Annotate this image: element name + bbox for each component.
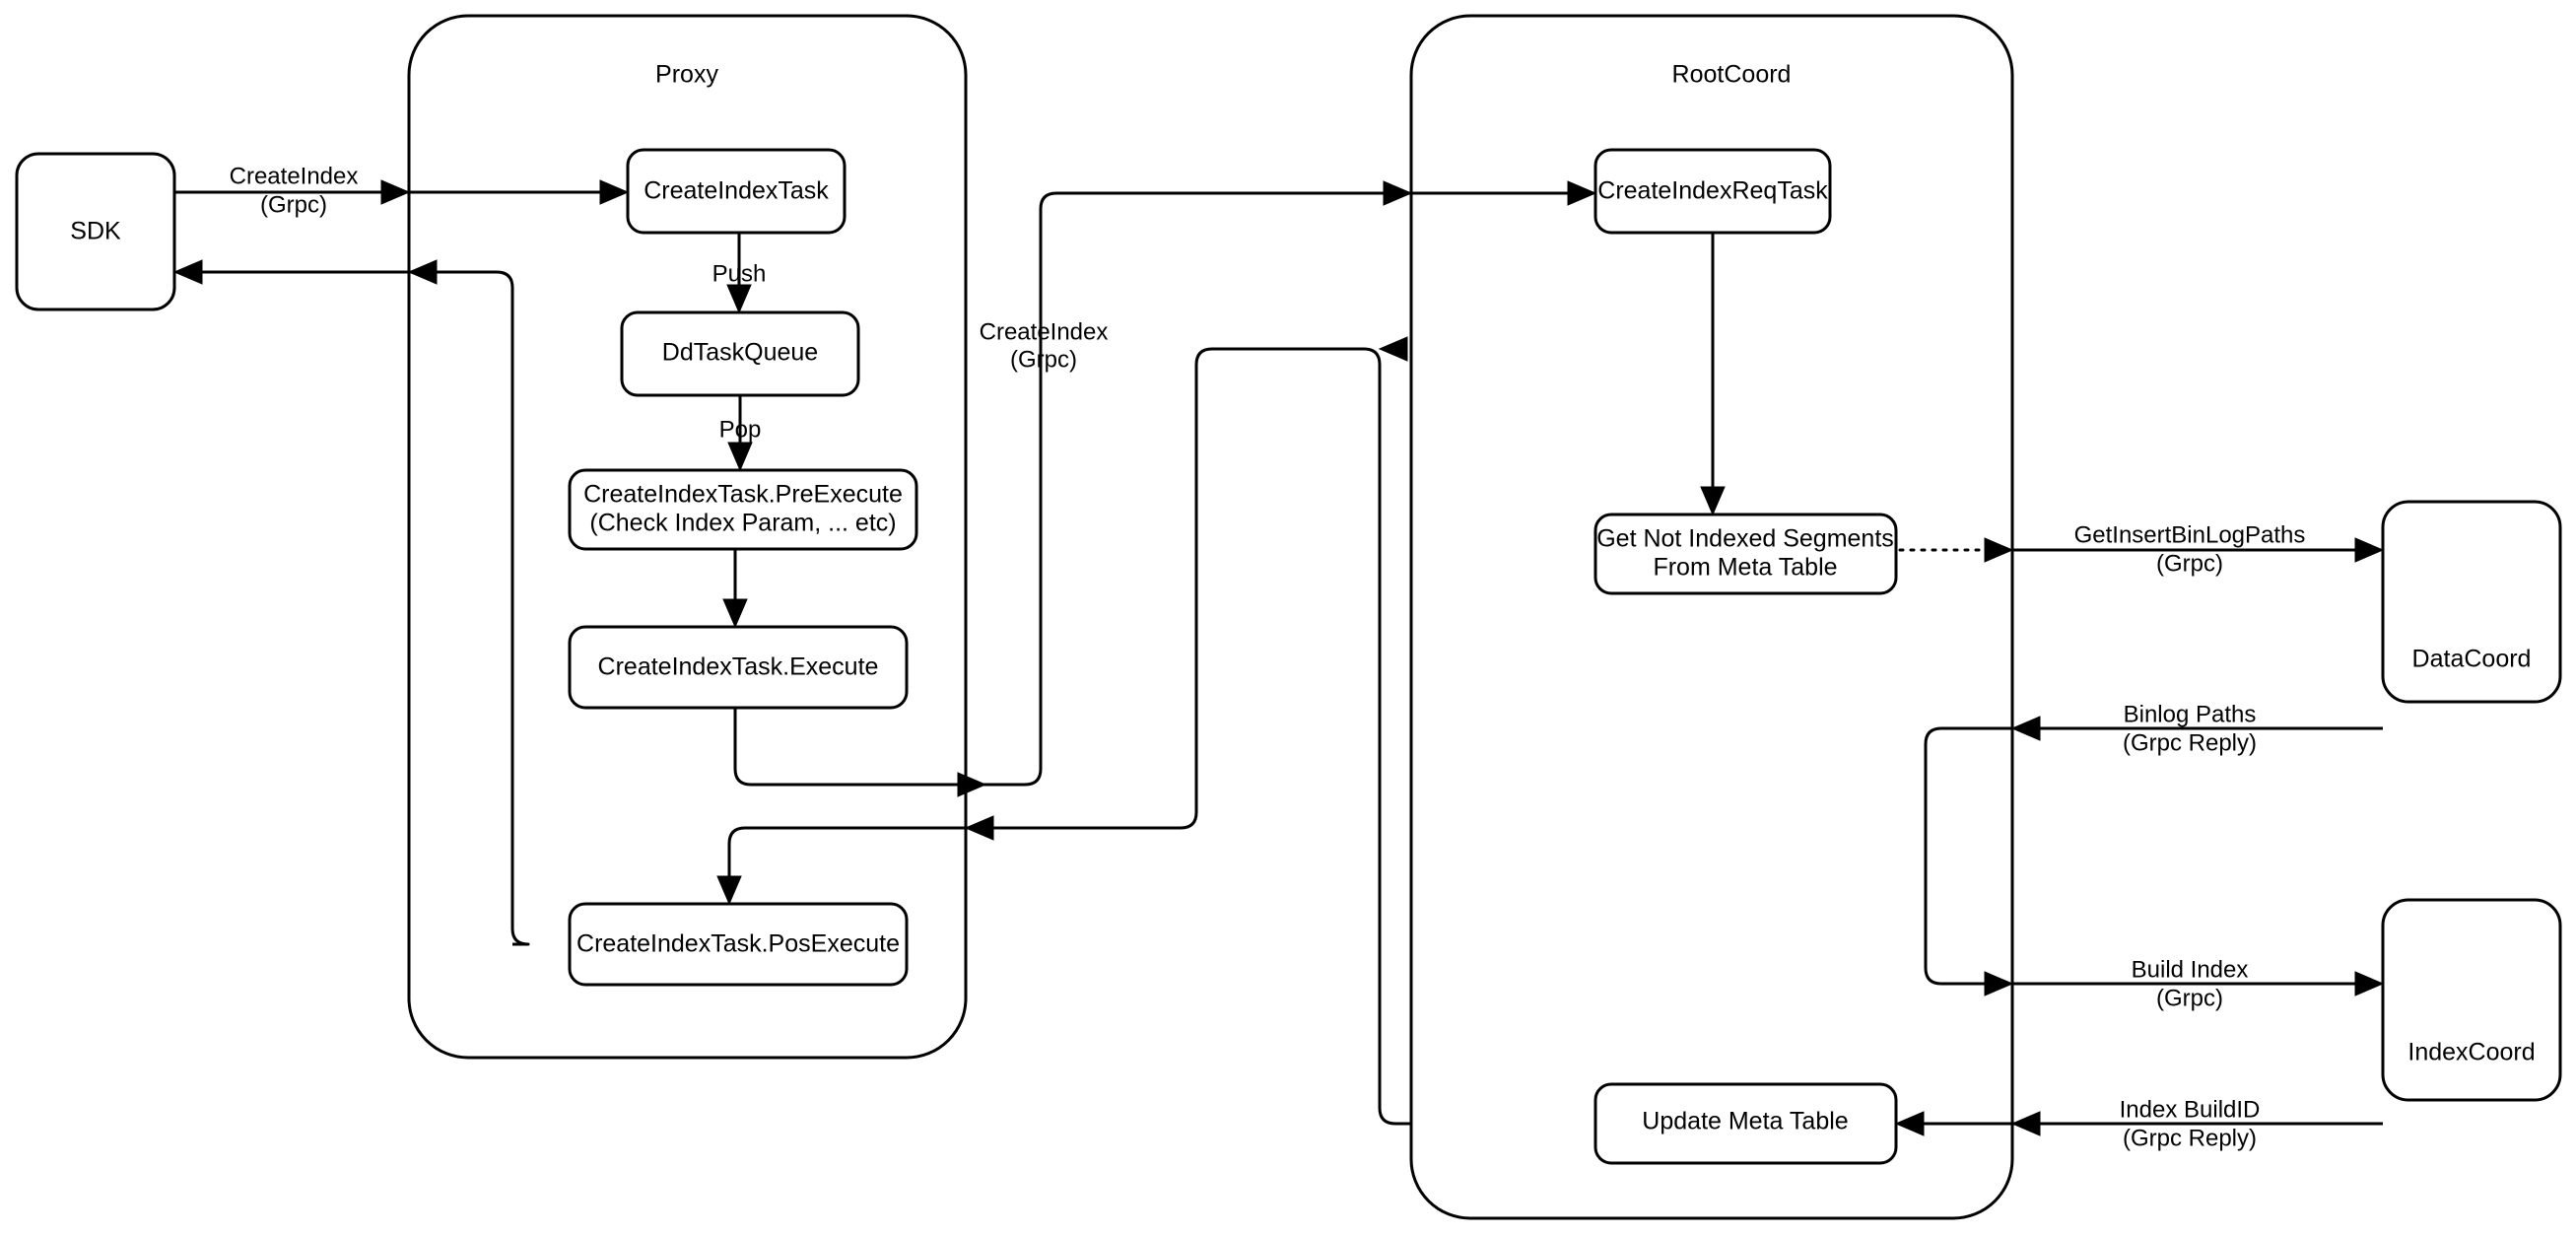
edge-label-build-index-line1: Build Index [2132,956,2249,983]
node-update-meta-table-label: Update Meta Table [1642,1108,1848,1135]
edge-label-createindex-grpc-line1: CreateIndex [230,163,359,189]
arrowhead-pop [727,442,753,472]
node-execute[interactable] [568,625,909,710]
arrowhead-to-datacoord [2354,537,2385,563]
edge-label-get-binlog-line2: (Grpc) [2156,550,2223,577]
edge-label-index-buildid-line1: Index BuildID [2120,1096,2261,1123]
edge-execute-to-rootcoord [733,191,1584,787]
arrowhead-execute-to-route [957,772,987,797]
node-indexcoord-label: IndexCoord [2407,1039,2535,1066]
edge-return-to-sdk [187,270,530,946]
node-sdk-label: SDK [70,218,121,245]
edge-label-proxy-rootcoord-line2: (Grpc) [1010,346,1077,373]
node-execute-label: CreateIndexTask.Execute [598,653,879,681]
node-indexcoord[interactable] [2381,898,2562,1102]
edge-label-index-buildid-line2: (Grpc Reply) [2123,1125,2257,1151]
edge-label-createindex-grpc-line2: (Grpc) [260,191,327,218]
node-create-index-task-label: CreateIndexTask [644,177,829,205]
edge-label-pop: Pop [719,416,762,443]
edge-label-binlog-paths-line2: (Grpc Reply) [2123,729,2257,756]
arrowhead-build-index-boundary [1984,971,2014,996]
edge-label-proxy-rootcoord-line1: CreateIndex [980,318,1109,345]
arrowhead-rootcoord-return-border [1378,336,1408,362]
edge-label-binlog-paths-line1: Binlog Paths [2124,701,2257,727]
node-pre-execute-label-line2: (Check Index Param, ... etc) [589,510,896,537]
group-label-rootcoord: RootCoord [1672,61,1792,89]
edge-label-push: Push [712,260,767,287]
edge-label-get-binlog-line1: GetInsertBinLogPaths [2074,521,2306,548]
arrowhead-execute-to-create-index-req-task [1567,180,1597,206]
arrowhead-get-segments-boundary [1984,537,2014,563]
node-create-index-req-task-label: CreateIndexReqTask [1597,177,1828,205]
arrowhead-index-buildid-rootcoord-border [2010,1111,2041,1136]
arrowhead-to-indexcoord [2354,971,2385,996]
group-label-proxy: Proxy [655,61,718,89]
node-create-index-task[interactable] [626,148,847,235]
arrowhead-sdk-to-create-index-task [599,179,630,205]
arrowhead-req-task-to-get-segments [1700,486,1726,516]
node-pre-execute[interactable] [568,468,918,551]
edge-binlog-to-build-index-route [1924,726,2012,986]
node-datacoord[interactable] [2381,500,2562,704]
node-sdk[interactable] [15,152,176,311]
node-get-not-indexed-segments[interactable] [1593,513,1898,595]
group-rootcoord [1409,14,2014,1220]
arrowhead-return-proxy-border [407,259,438,285]
node-pre-execute-label-line1: CreateIndexTask.PreExecute [583,481,903,509]
arrowhead-execute-rootcoord-border [1383,180,1413,206]
node-dd-task-queue-label: DdTaskQueue [662,339,818,367]
node-get-not-indexed-segments-label-line2: From Meta Table [1653,554,1837,582]
edge-rootcoord-to-pos-execute [727,347,1411,1126]
arrowhead-index-buildid-to-update-meta [1894,1111,1925,1136]
node-pos-execute[interactable] [568,902,909,987]
node-datacoord-label: DataCoord [2412,646,2532,673]
arrowhead-binlog-paths-reply [2010,716,2041,741]
arrowhead-push [726,284,752,314]
node-get-not-indexed-segments-label-line1: Get Not Indexed Segments [1596,525,1894,553]
arrowhead-sdk-to-proxy-border [380,179,411,205]
edge-label-build-index-line2: (Grpc) [2156,985,2223,1011]
arrowhead-return-to-sdk [172,259,203,285]
arrowhead-pre-execute-to-execute [722,598,748,629]
arrowhead-rootcoord-return-proxy [964,815,994,841]
node-pos-execute-label: CreateIndexTask.PosExecute [576,930,900,958]
arrowhead-rootcoord-to-pos-execute [716,875,742,906]
